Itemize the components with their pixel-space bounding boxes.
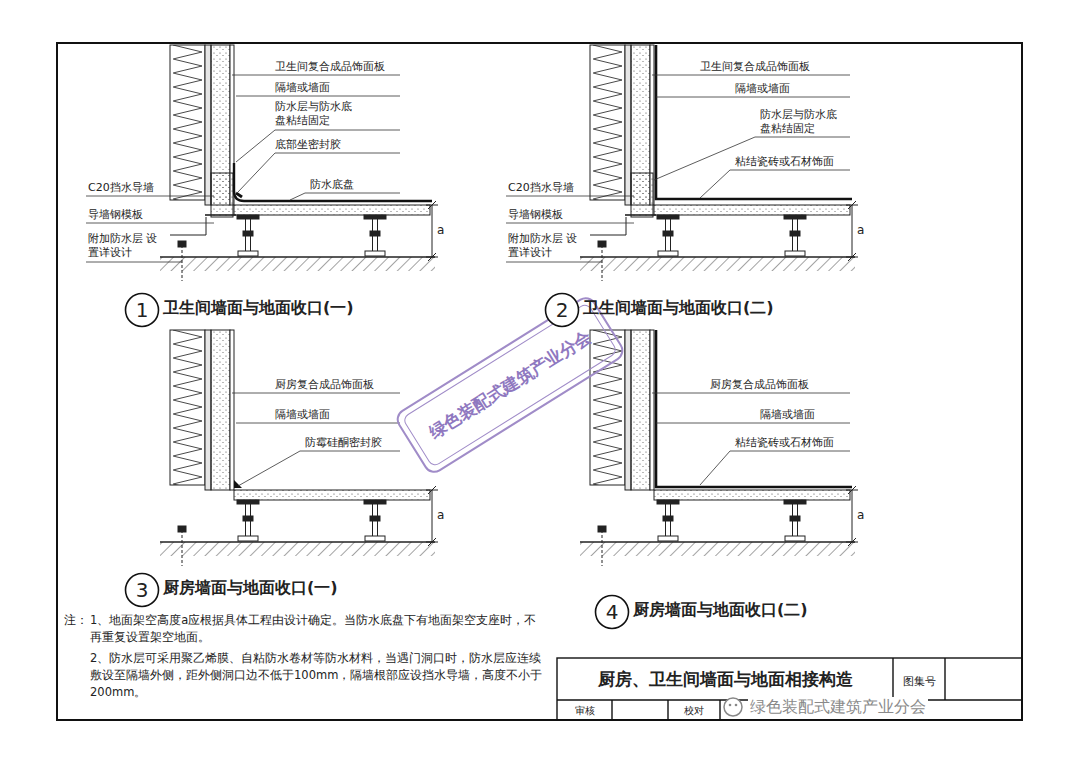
title-block-text: 厨房、卫生间墙面与地面相接构造 bbox=[598, 668, 853, 691]
detail-callout-circle: 4 bbox=[594, 594, 630, 630]
callout-number: 4 bbox=[606, 600, 619, 624]
part-label: 附加防水层 设置详设计 bbox=[508, 232, 578, 260]
note-text: 2、防水层可采用聚乙烯膜、自粘防水卷材等防水材料，当遇门洞口时，防水层应连续敷设… bbox=[90, 650, 548, 701]
detail-four bbox=[580, 330, 858, 566]
note-text: 注： bbox=[64, 612, 88, 629]
note-text: 1、地面架空高度a应根据具体工程由设计确定。当防水底盘下有地面架空支座时，不再重… bbox=[90, 612, 548, 646]
dimension-label: a bbox=[437, 223, 444, 238]
part-label: 隔墙或墙面 bbox=[760, 408, 815, 422]
detail-one bbox=[160, 45, 438, 281]
part-label: 防水层与防水底 盘粘结固定 bbox=[760, 108, 844, 136]
part-label: 粘结瓷砖或石材饰面 bbox=[735, 436, 834, 450]
wechat-icon bbox=[724, 698, 742, 716]
part-label: 隔墙或墙面 bbox=[275, 408, 330, 422]
detail-heading: 厨房墙面与地面收口(二) bbox=[633, 600, 808, 620]
part-label: 隔墙或墙面 bbox=[275, 81, 330, 95]
detail-heading: 卫生间墙面与地面收口(一) bbox=[163, 298, 354, 318]
callout-number: 3 bbox=[136, 578, 149, 602]
callout-number: 2 bbox=[556, 298, 569, 322]
part-label: C20挡水导墙 bbox=[88, 181, 154, 195]
dimension-label: a bbox=[857, 223, 864, 238]
watermark-text: 绿色装配式建筑产业分会 bbox=[748, 697, 928, 717]
part-label: 粘结瓷砖或石材饰面 bbox=[735, 155, 834, 169]
detail-callout-circle: 1 bbox=[124, 292, 160, 328]
part-label: 卫生间复合成品饰面板 bbox=[275, 60, 385, 74]
detail-heading: 卫生间墙面与地面收口(二) bbox=[583, 298, 774, 318]
detail-heading: 厨房墙面与地面收口(一) bbox=[163, 578, 338, 598]
dimension-label: a bbox=[857, 508, 864, 523]
part-label: 防水层与防水底 盘粘结固定 bbox=[275, 100, 359, 128]
part-label: 卫生间复合成品饰面板 bbox=[700, 60, 810, 74]
title-block-cell: 审核 bbox=[560, 702, 610, 720]
title-block-text: 审核 bbox=[575, 704, 595, 718]
part-label: 导墙钢模板 bbox=[88, 208, 143, 222]
part-label: 厨房复合成品饰面板 bbox=[710, 378, 809, 392]
drawing-frame bbox=[57, 43, 1022, 720]
title-block-text: 图集号 bbox=[903, 674, 936, 689]
leader-lines bbox=[86, 75, 850, 486]
part-label: 隔墙或墙面 bbox=[735, 82, 790, 96]
title-block-lines bbox=[557, 658, 1022, 720]
title-block-cell: 校对 bbox=[670, 702, 718, 720]
detail-callout-circle: 2 bbox=[544, 292, 580, 328]
part-label: C20挡水导墙 bbox=[508, 181, 574, 195]
title-block-cell: 厨房、卫生间墙面与地面相接构造 bbox=[562, 662, 888, 696]
callout-number: 1 bbox=[136, 298, 149, 322]
part-label: 底部坐密封胶 bbox=[275, 138, 341, 152]
title-block-text: 校对 bbox=[684, 704, 704, 718]
title-block-cell: 图集号 bbox=[897, 669, 941, 693]
part-label: 防水底盘 bbox=[310, 178, 354, 192]
detail-callout-circle: 3 bbox=[124, 572, 160, 608]
watermark-stamp bbox=[394, 294, 626, 475]
part-label: 附加防水层 设置详设计 bbox=[88, 232, 158, 260]
detail-three bbox=[160, 330, 438, 566]
part-label: 厨房复合成品饰面板 bbox=[275, 378, 374, 392]
dimension-label: a bbox=[437, 508, 444, 523]
part-label: 导墙钢模板 bbox=[508, 208, 563, 222]
detail-two bbox=[580, 45, 858, 281]
part-label: 防霉硅酮密封胶 bbox=[305, 436, 382, 450]
